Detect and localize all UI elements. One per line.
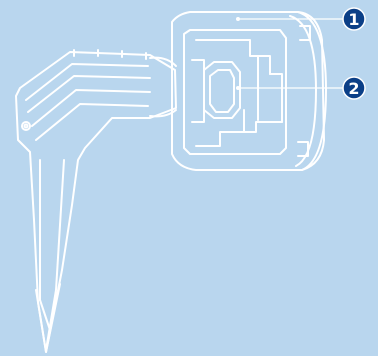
housing-back-rim-inner — [289, 15, 317, 167]
housing-front-opening — [183, 29, 287, 155]
handle-outline — [15, 51, 177, 353]
handle-screw-inner — [23, 123, 29, 129]
connector-left-arm — [191, 59, 205, 123]
callout-badge-1-number: 1 — [348, 10, 359, 29]
callout-leaders — [236, 17, 343, 90]
shaft-tip — [35, 283, 61, 353]
shaft-tip-inner — [39, 291, 57, 331]
callout-badge-2-circle — [342, 76, 366, 100]
housing-joint — [149, 56, 177, 67]
handle-ridge-3 — [31, 89, 151, 127]
connector-inner — [209, 69, 235, 113]
handle-ridge-2 — [27, 75, 151, 113]
handle-ridge-4 — [35, 103, 149, 141]
housing-back-rim — [297, 11, 327, 171]
cavity-side-wall — [269, 73, 283, 123]
callout-badge-1: 1 — [342, 7, 366, 31]
callout-1-anchor-dot — [236, 17, 240, 21]
shaft-line-right — [45, 159, 65, 351]
housing-outer-shell — [171, 11, 325, 171]
cavity-upper-block — [195, 39, 271, 75]
handle-screw — [21, 121, 31, 131]
callout-2-anchor-dot — [236, 86, 240, 90]
handle-ridge-1 — [25, 63, 149, 101]
callout-badge-2-number: 2 — [348, 79, 359, 98]
tool-handle — [15, 49, 177, 353]
callout-badge-2: 2 — [342, 76, 366, 100]
housing-cylinder — [149, 11, 327, 171]
rim-notch-top — [299, 25, 311, 41]
callout-badge-1-circle — [342, 7, 366, 31]
connector-hex — [203, 61, 241, 119]
cavity-lower-block — [195, 121, 283, 147]
housing-joint-lower — [149, 109, 177, 118]
rim-notch-bottom — [297, 141, 309, 157]
